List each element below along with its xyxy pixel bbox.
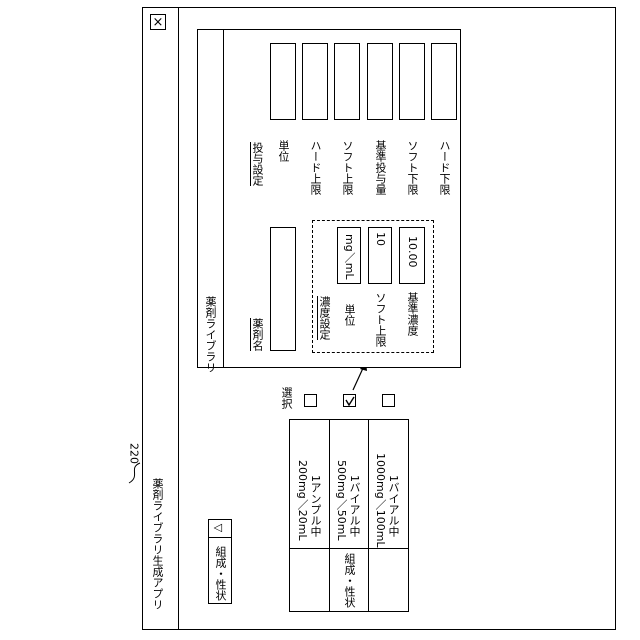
standard-concentration-label: 基準濃度 — [406, 292, 419, 336]
soft-upper-value: 10 — [374, 232, 387, 246]
dropdown-value: 組成・性状 — [214, 546, 227, 601]
panel-title: 薬剤ライブラリ — [204, 296, 217, 373]
dosing-label-hard-upper: ハード上限 — [309, 140, 322, 195]
soft-upper-label: ソフト上限 — [374, 292, 387, 347]
select-checkbox[interactable] — [382, 394, 395, 407]
row-line2: 500mg／50mL — [335, 460, 348, 541]
dosing-input-soft-upper[interactable] — [334, 43, 360, 120]
select-checkbox[interactable] — [304, 394, 317, 407]
dosing-label-standard-dose: 基準投与量 — [374, 140, 387, 195]
close-button[interactable]: × — [150, 14, 166, 30]
panel-title-divider — [223, 30, 224, 367]
header-divider — [290, 548, 408, 549]
row-line1: 1アンプル中 — [309, 475, 322, 537]
dosing-input-hard-upper[interactable] — [302, 43, 328, 120]
select-checkbox[interactable] — [343, 394, 356, 407]
dosing-title: 投与設定 — [251, 142, 264, 186]
window-title: 薬剤ライブラリ生成アプリ — [151, 478, 164, 610]
standard-concentration-value: 10.00 — [406, 236, 419, 268]
dosing-input-soft-lower[interactable] — [399, 43, 425, 120]
dosing-label-soft-lower: ソフト下限 — [406, 140, 419, 195]
drug-name-label: 薬剤名 — [251, 318, 264, 351]
row-line2: 1000mg／100mL — [374, 453, 387, 548]
dosing-input-unit[interactable] — [270, 43, 296, 120]
table-row-header: 組成・性状 — [343, 553, 356, 608]
concentration-unit-value: mg／mL — [343, 234, 356, 280]
row-line1: 1バイアル中 — [387, 475, 400, 537]
row-line2: 200mg／20mL — [296, 460, 309, 541]
concentration-unit-label: 単位 — [343, 304, 356, 326]
composition-dropdown[interactable]: ▽ 組成・性状 — [208, 519, 232, 604]
table-row[interactable]: 1バイアル中 500mg／50mL — [329, 420, 368, 548]
title-bar-divider — [178, 8, 179, 629]
soft-upper-field[interactable]: 10 — [368, 227, 392, 284]
select-header: 選択 — [280, 387, 293, 409]
table-row[interactable]: 1バイアル中 1000mg／100mL — [368, 420, 408, 548]
row-line1: 1バイアル中 — [348, 475, 361, 537]
dosing-label-hard-lower: ハード下限 — [438, 140, 451, 195]
table-row[interactable]: 1アンプル中 200mg／20mL — [290, 420, 329, 548]
dosing-input-standard-dose[interactable] — [367, 43, 393, 120]
chevron-down-icon: ▽ — [212, 524, 224, 532]
drug-name-input[interactable] — [270, 227, 296, 351]
composition-table: 組成・性状 1アンプル中 200mg／20mL 1バイアル中 500mg／50m… — [289, 419, 409, 612]
concentration-unit-field[interactable]: mg／mL — [337, 227, 361, 284]
concentration-title: 濃度設定 — [318, 296, 331, 340]
dosing-label-unit: 単位 — [277, 140, 290, 162]
checkmark-icon — [345, 396, 355, 406]
dropdown-divider — [209, 537, 231, 538]
close-icon: × — [153, 16, 164, 29]
dosing-label-soft-upper: ソフト上限 — [341, 140, 354, 195]
dosing-input-hard-lower[interactable] — [431, 43, 457, 120]
standard-concentration-field[interactable]: 10.00 — [399, 227, 425, 284]
